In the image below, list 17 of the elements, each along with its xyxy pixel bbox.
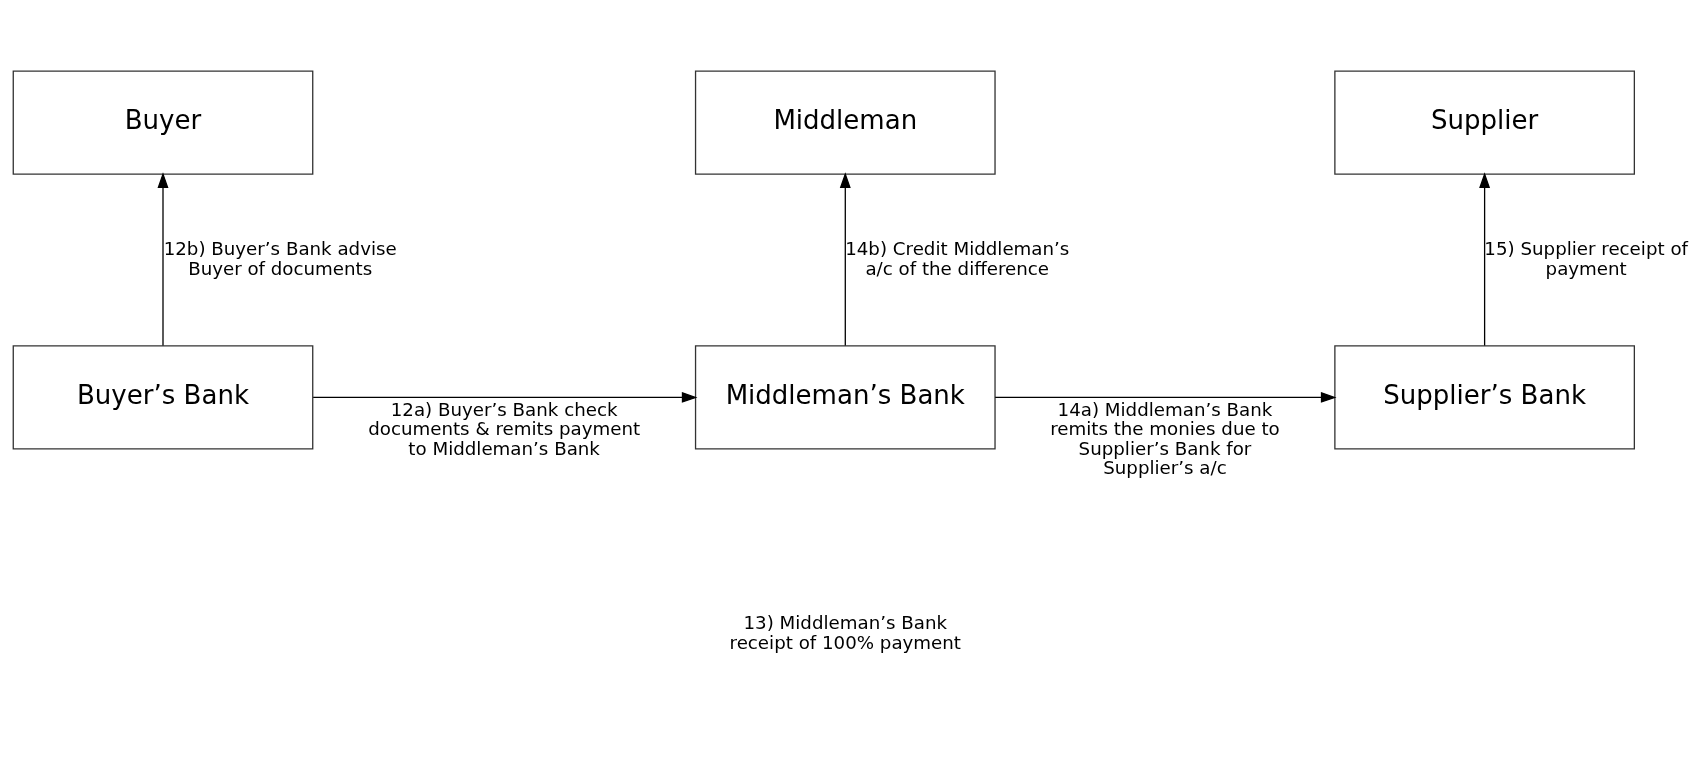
edge-label: 12b) Buyer’s Bank advise Buyer of documents (163, 238, 397, 279)
edge-label: 14a) Middleman’s Bank remits the monies due to Supplier’s Bank for Supplier’s a/c (1050, 398, 1280, 479)
edge-label: 15) Supplier receipt of payment (1484, 238, 1688, 279)
label: 13) Middleman’s Bank receipt of 100% payment (729, 612, 962, 653)
arrow (312, 391, 698, 403)
node-box: Supplier (1334, 70, 1635, 175)
arrow (839, 172, 851, 347)
arrow (157, 172, 169, 347)
node-box: Middleman’s Bank (694, 345, 996, 450)
node-box: Buyer (12, 70, 314, 175)
arrow (1479, 172, 1491, 347)
edge-label: 12a) Buyer’s Bank check documents & remits payment to Middleman’s Bank (368, 398, 641, 459)
arrow (994, 391, 1337, 403)
edge-label: 14b) Credit Middleman’s a/c of the difference (845, 238, 1070, 279)
node-box: Buyer’s Bank (12, 345, 314, 450)
node-box: Middleman (694, 70, 996, 175)
node-box: Supplier’s Bank (1334, 345, 1635, 450)
